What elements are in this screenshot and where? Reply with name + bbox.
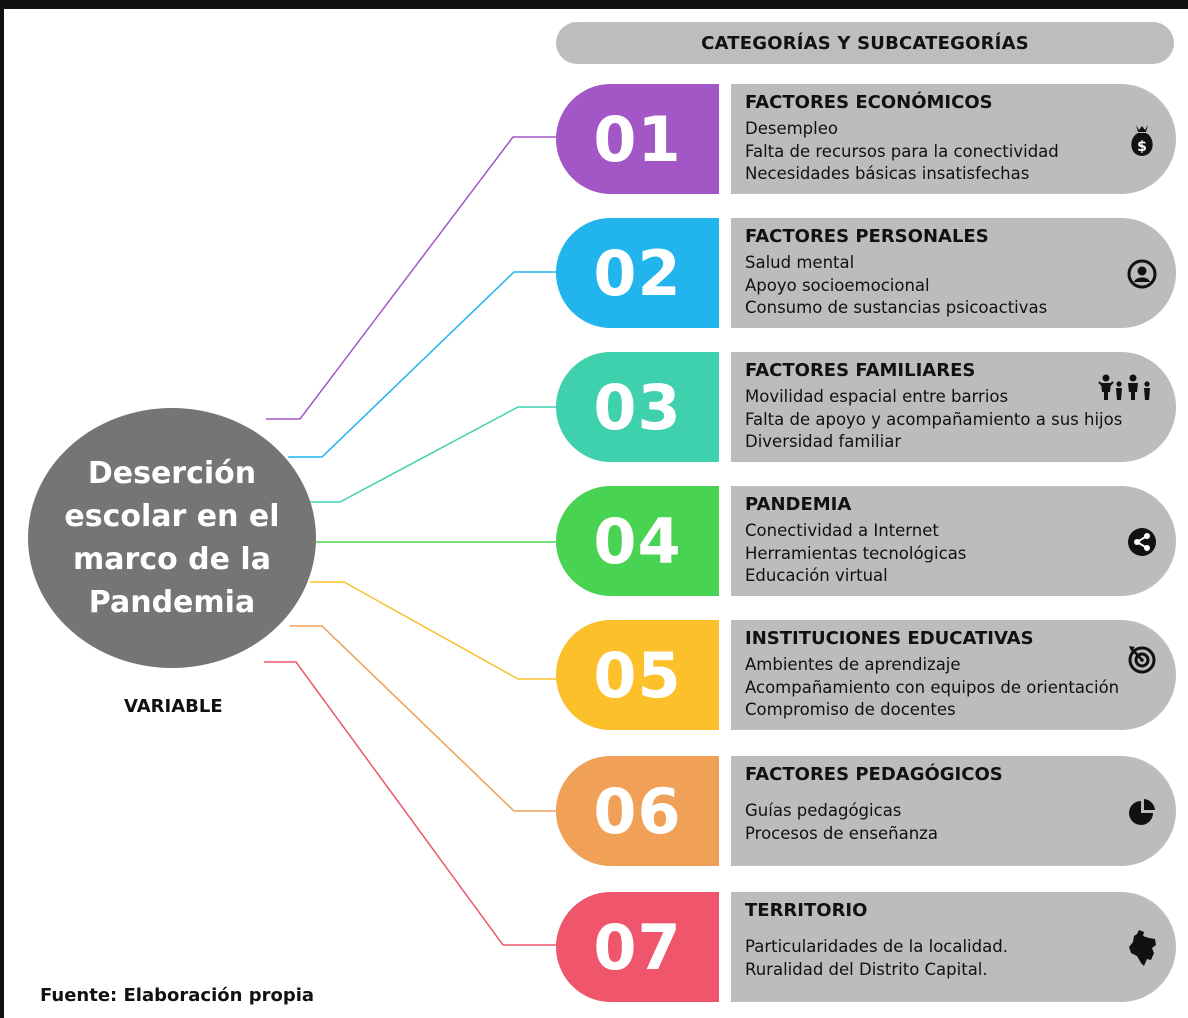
category-item: Herramientas tecnológicas bbox=[745, 543, 967, 563]
variable-label: VARIABLE bbox=[124, 696, 223, 717]
category-item: Educación virtual bbox=[745, 566, 888, 585]
category-title: FACTORES PERSONALES bbox=[745, 226, 989, 247]
category-item: Salud mental bbox=[745, 253, 855, 272]
category-divider bbox=[719, 84, 731, 194]
category-01: 01 FACTORES ECONÓMICOS Desempleo Falta d… bbox=[556, 84, 1176, 194]
category-divider bbox=[719, 756, 731, 866]
category-03: 03 FACTORES FAMILIARES Movilidad espacia… bbox=[556, 352, 1176, 462]
variable-title: Deserción escolar en el marco de la Pand… bbox=[64, 456, 280, 620]
left-border bbox=[0, 0, 4, 1018]
connector-line-06 bbox=[290, 625, 556, 812]
category-item: Conectividad a Internet bbox=[745, 521, 939, 540]
category-items: Ambientes de aprendizaje Acompañamiento … bbox=[745, 654, 1119, 722]
svg-text:$: $ bbox=[1137, 139, 1147, 155]
category-07: 07 TERRITORIO Particularidades de la loc… bbox=[556, 892, 1176, 1002]
family-icon bbox=[1096, 368, 1156, 406]
category-item: Falta de apoyo y acompañamiento a sus hi… bbox=[745, 409, 1123, 429]
category-item: Guías pedagógicas bbox=[745, 801, 902, 820]
category-06: 06 FACTORES PEDAGÓGICOS Guías pedagógica… bbox=[556, 756, 1176, 866]
connector-line-05 bbox=[310, 581, 556, 680]
category-title: FACTORES ECONÓMICOS bbox=[745, 92, 993, 113]
category-number-badge: 04 bbox=[556, 486, 719, 596]
map-colombia-icon bbox=[1123, 929, 1161, 967]
category-item: Consumo de sustancias psicoactivas bbox=[745, 298, 1048, 317]
category-number-badge: 01 bbox=[556, 84, 719, 194]
top-border bbox=[0, 0, 1188, 9]
category-item: Acompañamiento con equipos de orientació… bbox=[745, 677, 1120, 697]
categories-header-title: CATEGORÍAS Y SUBCATEGORÍAS bbox=[701, 32, 1029, 54]
category-02: 02 FACTORES PERSONALES Salud mental Apoy… bbox=[556, 218, 1176, 328]
category-title: PANDEMIA bbox=[745, 494, 852, 515]
connector-line-03 bbox=[308, 406, 556, 503]
category-number-badge: 03 bbox=[556, 352, 719, 462]
category-05: 05 INSTITUCIONES EDUCATIVAS Ambientes de… bbox=[556, 620, 1176, 730]
category-items: Desempleo Falta de recursos para la cone… bbox=[745, 118, 1059, 186]
category-title: FACTORES PEDAGÓGICOS bbox=[745, 764, 1003, 785]
category-item: Apoyo socioemocional bbox=[745, 275, 930, 295]
category-divider bbox=[719, 892, 731, 1002]
category-items: Conectividad a Internet Herramientas tec… bbox=[745, 520, 966, 588]
category-number-badge: 07 bbox=[556, 892, 719, 1002]
category-item: Necesidades básicas insatisfechas bbox=[745, 164, 1030, 183]
category-title: FACTORES FAMILIARES bbox=[745, 360, 976, 381]
category-items: Guías pedagógicas Procesos de enseñanza bbox=[745, 800, 938, 845]
category-item: Falta de recursos para la conectividad bbox=[745, 141, 1059, 161]
category-divider bbox=[719, 218, 731, 328]
category-item: Particularidades de la localidad. bbox=[745, 937, 1008, 956]
category-items: Salud mental Apoyo socioemocional Consum… bbox=[745, 252, 1047, 320]
category-number-badge: 02 bbox=[556, 218, 719, 328]
category-title: INSTITUCIONES EDUCATIVAS bbox=[745, 628, 1034, 649]
category-items: Movilidad espacial entre barrios Falta d… bbox=[745, 386, 1122, 454]
category-item: Compromiso de docentes bbox=[745, 700, 956, 719]
category-item: Procesos de enseñanza bbox=[745, 823, 938, 843]
category-number-badge: 06 bbox=[556, 756, 719, 866]
source-note: Fuente: Elaboración propia bbox=[40, 985, 315, 1006]
connector-line-02 bbox=[288, 271, 556, 458]
category-04: 04 PANDEMIA Conectividad a Internet Herr… bbox=[556, 486, 1176, 596]
money-bag-icon: $ bbox=[1123, 121, 1161, 159]
category-title: TERRITORIO bbox=[745, 900, 868, 921]
variable-circle: Deserción escolar en el marco de la Pand… bbox=[28, 408, 316, 668]
category-number-badge: 05 bbox=[556, 620, 719, 730]
category-item: Movilidad espacial entre barrios bbox=[745, 387, 1009, 406]
category-divider bbox=[719, 352, 731, 462]
category-divider bbox=[719, 486, 731, 596]
category-divider bbox=[719, 620, 731, 730]
connector-line-07 bbox=[264, 661, 556, 946]
target-icon bbox=[1123, 640, 1161, 678]
pie-chart-icon bbox=[1123, 793, 1161, 831]
connector-line-01 bbox=[266, 136, 556, 420]
user-circle-icon bbox=[1123, 255, 1161, 293]
categories-header: CATEGORÍAS Y SUBCATEGORÍAS bbox=[556, 22, 1174, 64]
category-item: Diversidad familiar bbox=[745, 432, 902, 451]
category-item: Desempleo bbox=[745, 119, 838, 138]
category-item: Ruralidad del Distrito Capital. bbox=[745, 959, 988, 979]
category-item: Ambientes de aprendizaje bbox=[745, 655, 961, 674]
category-items: Particularidades de la localidad. Rurali… bbox=[745, 936, 1008, 981]
share-icon bbox=[1123, 523, 1161, 561]
